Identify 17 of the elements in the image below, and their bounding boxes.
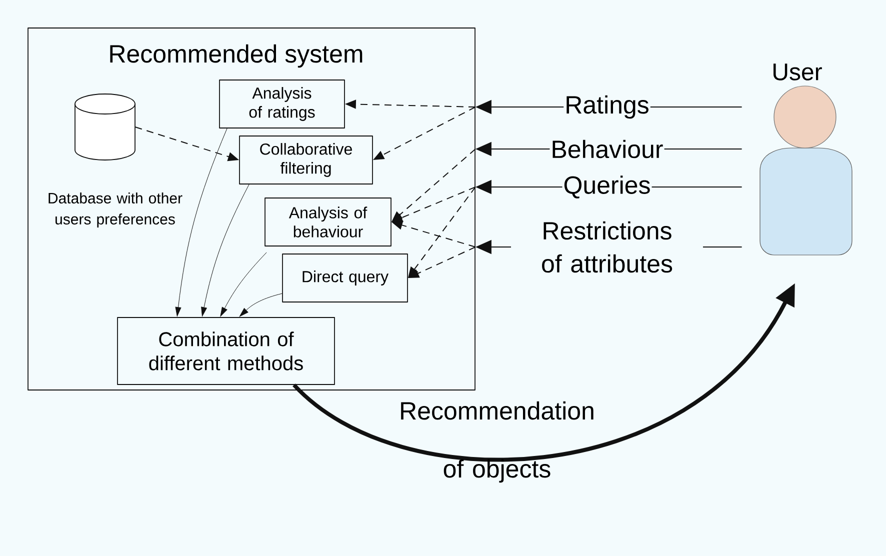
arrow bbox=[239, 293, 282, 317]
database-label: Database with other users preferences bbox=[48, 192, 182, 228]
process-box: Analysis of ratings bbox=[219, 80, 345, 128]
process-box: Direct query bbox=[282, 254, 408, 302]
arrow bbox=[201, 184, 250, 316]
edge-label: Behaviour bbox=[550, 138, 664, 160]
edge-label: Queries bbox=[562, 174, 652, 200]
process-box: Analysis of behaviour bbox=[264, 198, 392, 246]
box-title: Recommended system bbox=[110, 44, 362, 68]
user-label: User bbox=[774, 64, 822, 80]
edge-label: Restrictions of attributes bbox=[511, 220, 703, 274]
arrow bbox=[220, 252, 267, 317]
process-box: Collaborative filtering bbox=[239, 136, 373, 184]
process-box: Combination of different methods bbox=[117, 317, 335, 385]
edge-label: Ratings bbox=[564, 94, 650, 120]
edge-label: Recommendation of objects bbox=[401, 401, 594, 483]
arrow bbox=[175, 128, 228, 316]
